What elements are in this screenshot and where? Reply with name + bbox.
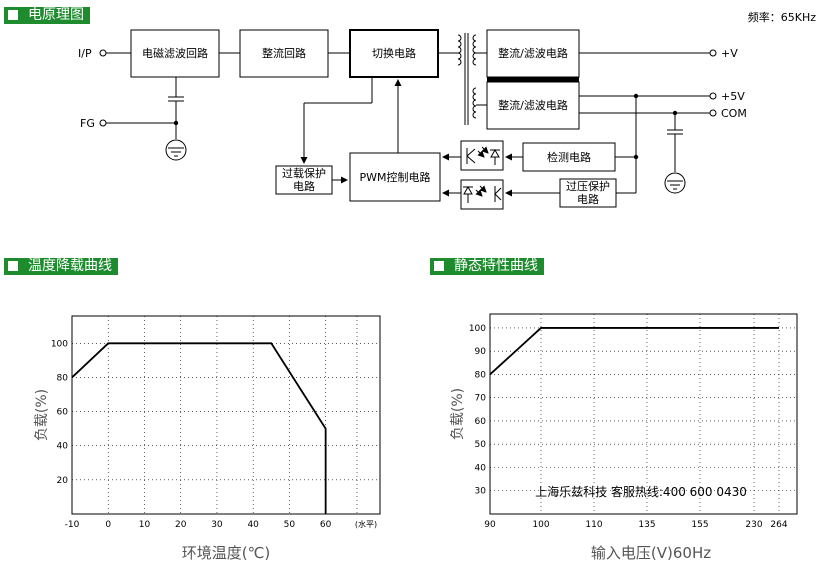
pwm-label: PWM控制电路 xyxy=(359,170,430,184)
overload-label-line2: 电路 xyxy=(293,180,315,193)
static-header-label: 静态特性曲线 xyxy=(454,258,538,274)
x-tick-label: -10 xyxy=(65,520,80,530)
ground-icon-fg xyxy=(165,139,187,161)
overload-label-line1: 过载保护 xyxy=(282,166,326,180)
terminal-plus-5v-circle xyxy=(709,92,717,100)
header-square-icon xyxy=(434,261,444,271)
x-axis-label: 输入电压(V)60Hz xyxy=(591,544,711,562)
y-tick-label: 80 xyxy=(57,373,69,383)
y-tick-label: 40 xyxy=(57,442,69,452)
x-tick-label: 10 xyxy=(139,520,151,530)
y-tick-label: 20 xyxy=(57,476,69,486)
terminal-plus-5v-label: +5V xyxy=(721,90,745,103)
x-unit-label: (水平) xyxy=(355,519,377,529)
y-axis-label: 负载(%) xyxy=(450,388,466,440)
x-tick-label: 30 xyxy=(211,520,223,530)
x-tick-label: 100 xyxy=(532,520,549,530)
header-square-icon xyxy=(8,261,18,271)
optocoupler-2-icon xyxy=(463,185,502,203)
optocoupler-2-box xyxy=(460,179,504,210)
terminal-fg-circle xyxy=(99,119,107,127)
pwm-block xyxy=(349,152,441,202)
x-tick-label: 0 xyxy=(105,520,111,530)
y-tick-label: 100 xyxy=(51,339,68,349)
x-tick-label: 110 xyxy=(585,520,602,530)
ground-icon-output xyxy=(664,172,686,194)
plot-frame xyxy=(71,315,381,515)
static-header: 静态特性曲线 xyxy=(430,258,544,275)
frequency-label: 频率：65KHz xyxy=(747,11,816,24)
terminal-ip-label: I/P xyxy=(78,47,92,60)
derating-header-label: 温度降载曲线 xyxy=(28,258,112,274)
overvoltage-label-line1: 过压保护 xyxy=(566,179,610,193)
switching-label: 切换电路 xyxy=(372,46,416,60)
x-tick-label: 155 xyxy=(691,520,708,530)
y-axis-label: 负载(%) xyxy=(34,389,50,441)
y-tick-label: 30 xyxy=(475,487,487,497)
derating-curve xyxy=(71,342,327,514)
y-tick-label: 50 xyxy=(475,440,487,450)
x-tick-label: 264 xyxy=(770,520,787,530)
terminal-plus-v-circle xyxy=(709,49,717,57)
x-tick-label: 60 xyxy=(320,520,332,530)
y-tick-label: 70 xyxy=(475,394,487,404)
x-axis-label: 环境温度(℃) xyxy=(182,544,271,562)
hotline-annotation: 上海乐兹科技 客服热线:400 600 0430 xyxy=(535,484,747,499)
x-tick-label: 90 xyxy=(484,520,496,530)
terminal-com-label: COM xyxy=(721,107,747,120)
y-tick-label: 60 xyxy=(475,417,487,427)
terminal-com-circle xyxy=(709,109,717,117)
overvoltage-label-line2: 电路 xyxy=(577,193,599,206)
terminal-ip-circle xyxy=(99,49,107,57)
emi-filter-label: 电磁滤波回路 xyxy=(142,47,208,60)
derating-header: 温度降载曲线 xyxy=(4,258,118,275)
header-square-icon xyxy=(8,10,18,20)
y-tick-label: 40 xyxy=(475,463,487,473)
x-tick-label: 50 xyxy=(284,520,296,530)
schematic-diagram: 电磁滤波回路 整流回路 切换电路 整流/滤波电路 整流/滤波电路 PWM控制电路… xyxy=(78,29,747,210)
x-tick-label: 135 xyxy=(638,520,655,530)
optocoupler-1-box xyxy=(460,140,504,171)
plot-frame xyxy=(489,313,798,515)
x-tick-label: 230 xyxy=(745,520,762,530)
rect-filter-2-label: 整流/滤波电路 xyxy=(498,98,568,112)
y-tick-label: 90 xyxy=(475,347,487,357)
y-tick-label: 80 xyxy=(475,370,487,380)
detection-label: 检测电路 xyxy=(547,150,591,164)
rect-filter-1-label: 整流/滤波电路 xyxy=(498,46,568,60)
schematic-header: 电原理图 xyxy=(4,7,90,24)
x-tick-label: 20 xyxy=(175,520,187,530)
terminal-fg-label: FG xyxy=(80,117,95,130)
optocoupler-1-icon xyxy=(466,146,500,165)
transformer-icon xyxy=(457,33,477,125)
y-tick-label: 100 xyxy=(469,324,486,334)
rectifier-label: 整流回路 xyxy=(262,46,306,60)
schematic-header-label: 电原理图 xyxy=(28,7,84,23)
static-curve xyxy=(489,327,779,376)
x-tick-label: 40 xyxy=(247,520,259,530)
terminal-plus-v-label: +V xyxy=(721,47,738,60)
y-tick-label: 60 xyxy=(57,408,69,418)
